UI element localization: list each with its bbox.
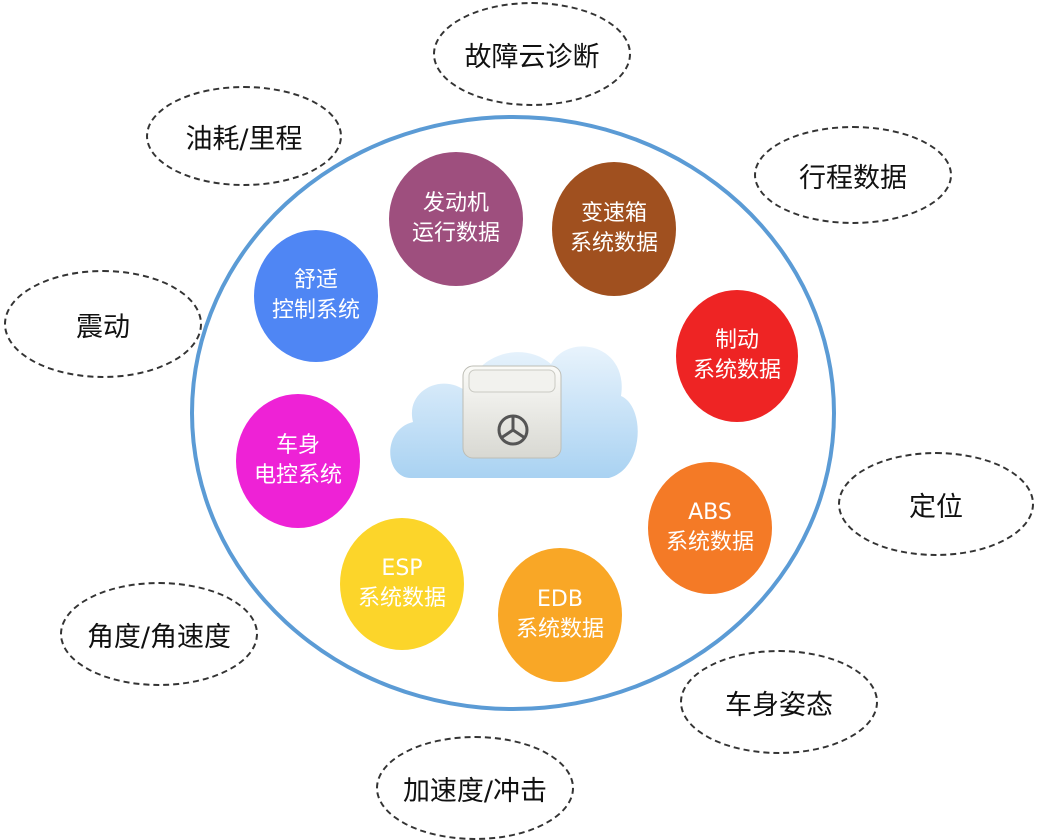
location-label: 定位	[838, 452, 1034, 556]
data-ring	[190, 115, 836, 711]
angle-rate-label: 角度/角速度	[60, 582, 258, 686]
fuel-mileage-label: 油耗/里程	[146, 86, 342, 186]
fault-diagnosis-label: 故障云诊断	[433, 2, 631, 106]
node-line2: 系统数据	[569, 231, 658, 256]
acceleration-impact-label: 加速度/冲击	[376, 736, 574, 840]
vibration-label: 震动	[4, 270, 202, 378]
node-line2: 系统数据	[692, 358, 781, 383]
brake-data-node: 制动 系统数据	[676, 290, 798, 422]
node-line1: 制动	[714, 328, 759, 353]
abs-data-node: ABS 系统数据	[648, 462, 772, 594]
edb-data-node: EDB 系统数据	[498, 548, 622, 682]
node-line1: 变速箱	[580, 201, 647, 226]
node-line1: 发动机	[422, 191, 489, 216]
node-line2: 运行数据	[411, 221, 500, 246]
body-electronics-node: 车身 电控系统	[236, 394, 360, 528]
node-line1: ESP	[381, 556, 423, 581]
node-line1: ABS	[688, 500, 732, 525]
node-line1: EDB	[537, 587, 583, 612]
node-line2: 系统数据	[665, 530, 754, 555]
node-line2: 控制系统	[271, 298, 360, 323]
obd-device-cloud-icon	[383, 318, 641, 480]
engine-data-node: 发动机 运行数据	[389, 152, 523, 286]
node-line1: 车身	[275, 433, 320, 458]
body-posture-label: 车身姿态	[680, 650, 878, 754]
gearbox-data-node: 变速箱 系统数据	[552, 162, 676, 296]
comfort-control-node: 舒适 控制系统	[254, 230, 378, 362]
trip-data-label: 行程数据	[754, 126, 952, 224]
node-line1: 舒适	[293, 268, 338, 293]
node-line2: 系统数据	[515, 617, 604, 642]
esp-data-node: ESP 系统数据	[340, 518, 464, 650]
node-line2: 电控系统	[253, 463, 342, 488]
node-line2: 系统数据	[357, 586, 446, 611]
